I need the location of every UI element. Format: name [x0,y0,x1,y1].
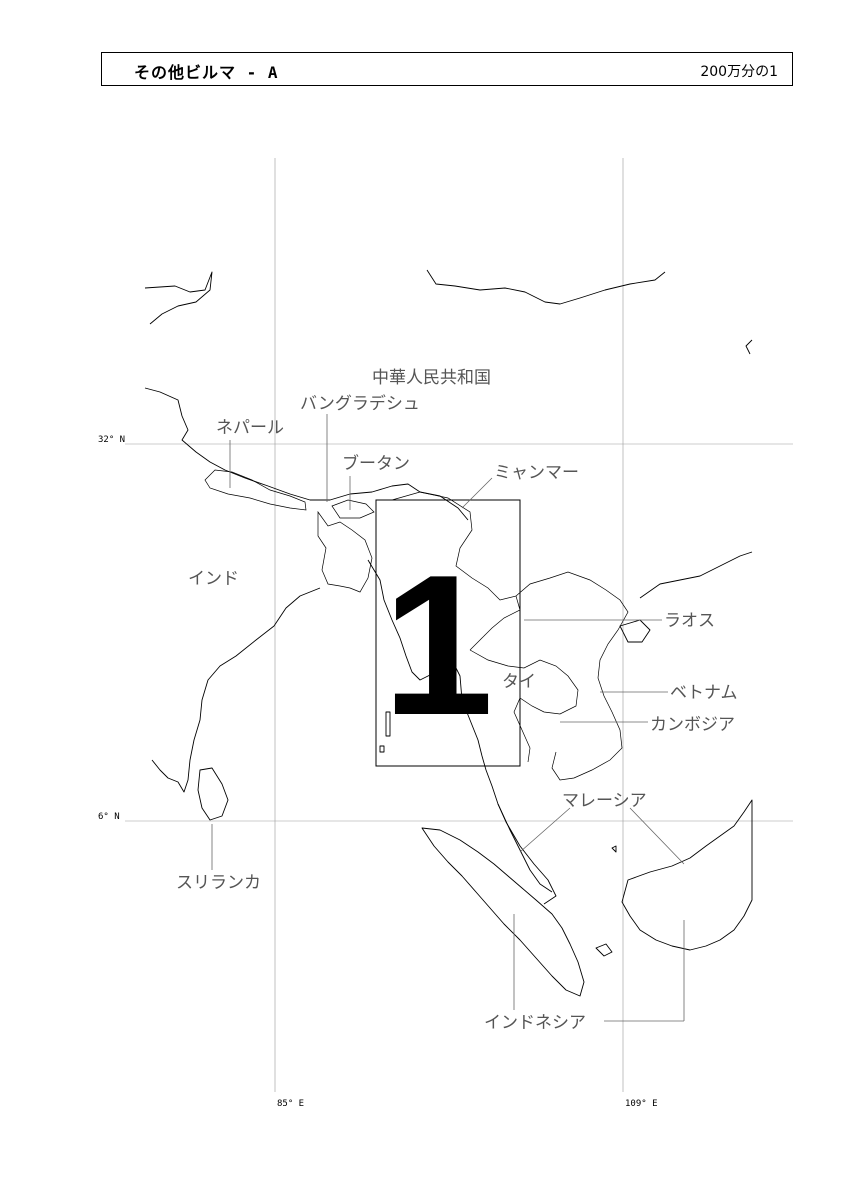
map-header: その他ビルマ - A 200万分の1 [101,52,793,86]
lat-label-6n: 6° N [98,812,120,822]
lon-label-109e: 109° E [625,1099,658,1109]
map-sheet-1-frame[interactable] [375,499,521,767]
label-thailand: タイ [502,672,536,692]
coastlines [144,269,753,997]
sumatra-island [421,827,585,997]
map-scale: 200万分の1 [700,64,778,80]
label-laos: ラオス [664,611,715,631]
label-bangladesh: バングラデシュ [300,393,420,414]
label-bhutan: ブータン [342,453,410,474]
lon-label-85e: 85° E [277,1099,304,1109]
map-sheet-1-number: 1 [382,534,493,757]
map-title: その他ビルマ - A [134,63,279,82]
leader-lines [211,414,685,1022]
label-srilanka: スリランカ [176,873,261,893]
hainan-island [619,619,651,643]
label-vietnam: ベトナム [670,683,738,703]
label-india: インド [188,569,239,589]
label-cambodia: カンボジア [650,715,735,735]
label-nepal: ネパール [216,418,284,438]
label-myanmar: ミャンマー [494,463,579,483]
label-indonesia: インドネシア [484,1013,586,1033]
sri-lanka-island [197,767,229,821]
borneo-island [621,799,753,951]
label-china: 中華人民共和国 [372,368,491,388]
label-malaysia: マレーシア [562,791,647,811]
lat-label-32n: 32° N [98,435,125,445]
